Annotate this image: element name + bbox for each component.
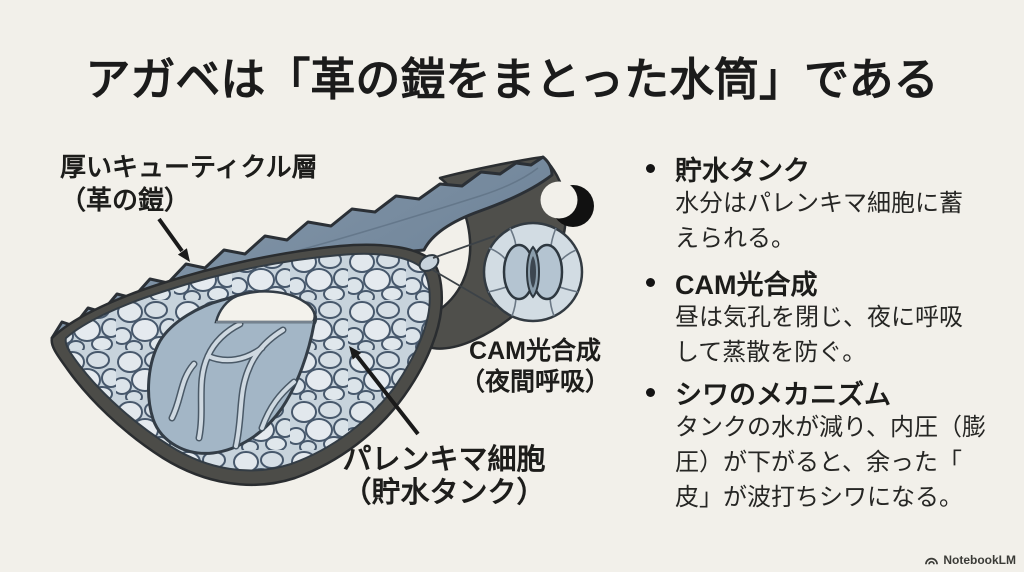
bullet-body-line: 昼は気孔を閉じ、夜に呼吸 [675, 304, 963, 331]
bullet-body-line: 圧）が下がると、余った「 [675, 449, 963, 476]
notebooklm-logo-icon [925, 557, 939, 564]
cuticle-label-line1: 厚いキューティクル層 [60, 152, 318, 182]
bullet-dot [646, 277, 655, 287]
bullet-dot [646, 163, 655, 173]
page-title: アガベは「革の鎧をまとった水筒」である [85, 54, 939, 105]
bullet-heading: シワのメカニズム [675, 379, 891, 410]
cuticle-label: 厚いキューティクル層 （革の鎧） [60, 151, 318, 217]
stoma-label: CAM光合成 （夜間呼吸） [443, 336, 627, 398]
arrow-to-parenchyma [349, 346, 420, 436]
bullet-wrinkle-mechanism: シワのメカニズム タンクの水が減り、内圧（膨 圧）が下がると、余った「 皮」が波… [646, 374, 1002, 515]
magnifier-callout-lines [430, 235, 497, 308]
parenchyma-label: パレンキマ細胞 （貯水タンク） [328, 444, 560, 510]
parenchyma-label-line2: （貯水タンク） [342, 477, 546, 509]
bullet-heading: 貯水タンク [675, 155, 810, 186]
arrow-to-cuticle [157, 217, 190, 262]
bullet-cam-photosynthesis: CAM光合成 昼は気孔を閉じ、夜に呼吸 して蒸散を防ぐ。 [646, 264, 1002, 370]
stoma-label-line2: （夜間呼吸） [459, 368, 610, 396]
bullet-body-line: して蒸散を防ぐ。 [675, 339, 867, 366]
stoma-label-line1: CAM光合成 [469, 337, 601, 365]
parenchyma-label-line1: パレンキマ細胞 [342, 444, 546, 476]
bullet-water-tank: 貯水タンク 水分はパレンキマ細胞に蓄 えられる。 [646, 150, 1002, 256]
stoma-inset [482, 221, 584, 323]
vein-lines [170, 322, 296, 448]
brand-footer: NotebookLM [924, 553, 1016, 567]
cuticle-label-line2: （革の鎧） [60, 185, 191, 215]
bullet-body-line: えられる。 [675, 225, 795, 252]
brand-name: NotebookLM [943, 553, 1016, 567]
bullet-body-line: 水分はパレンキマ細胞に蓄 [675, 190, 963, 217]
bullet-dot [646, 387, 655, 397]
bullet-body-line: 皮」が波打ちシワになる。 [675, 484, 963, 511]
bullet-body-line: タンクの水が減り、内圧（膨 [675, 414, 987, 441]
stoma-pore-slit [530, 256, 536, 288]
air-pocket [214, 290, 316, 324]
moon-icon [540, 181, 594, 227]
bullet-heading: CAM光合成 [675, 269, 818, 300]
